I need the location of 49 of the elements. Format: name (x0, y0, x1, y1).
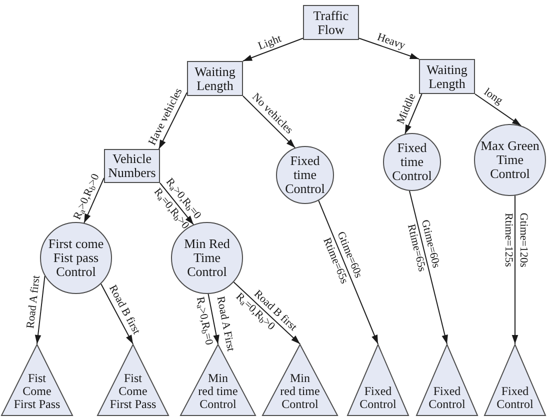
arrow (233, 282, 300, 344)
node-label: Fixed time Control (284, 154, 326, 196)
arrow (404, 94, 422, 134)
decision-box (187, 61, 243, 96)
node-label: Fixed Control (360, 384, 396, 411)
arrow (160, 182, 194, 226)
node-label: Vehicle Numbers (107, 152, 157, 180)
annotation-label: Rtime=125s (502, 213, 513, 268)
edge-label: Light (257, 33, 284, 52)
edge-label: Gtime=120s (517, 212, 528, 268)
node-label: Min Red Time Control (183, 237, 231, 279)
edge-label: Middle (396, 92, 419, 126)
node-label: Max Green Time Control (480, 139, 540, 181)
arrow (100, 283, 134, 344)
edge-label: Road A first (26, 275, 43, 330)
node-label: Traffic Flow (312, 8, 350, 36)
node-label: Min red time Control (280, 371, 320, 411)
node-label: Fixed Control (496, 384, 534, 411)
arrow (512, 195, 518, 344)
node-label: First come Fist pass Control (47, 237, 105, 279)
outcome-triangle (416, 344, 478, 416)
edge-label: long (482, 87, 504, 108)
node-label: Fist Come First Pass (14, 371, 60, 411)
node-label: Fixed time Control (391, 141, 433, 183)
node-label: Waiting Length (194, 64, 236, 92)
outcome-triangle (97, 344, 169, 416)
outcome-triangle (484, 344, 546, 416)
outcome-triangle (262, 344, 338, 416)
edge-label: Road B first (106, 284, 142, 337)
edge-label: Road A First (214, 296, 236, 353)
arrow (34, 276, 46, 344)
node-label: Waiting Length (426, 62, 468, 90)
arrow (318, 200, 378, 344)
outcome-triangle (347, 344, 409, 416)
arrow (474, 94, 522, 126)
node-label: Fixed Control (428, 384, 466, 411)
edge-label: Heavy (376, 32, 407, 52)
arrow (408, 190, 448, 344)
arrow (358, 38, 420, 60)
node-label: Fist Come First Pass (110, 371, 156, 411)
arrow (208, 293, 220, 344)
arrow (242, 38, 304, 62)
outcome-triangle (1, 344, 73, 416)
decision-box (419, 59, 475, 94)
decision-box (303, 5, 359, 40)
arrow (84, 177, 104, 224)
arrow (242, 96, 296, 148)
arrow (158, 92, 188, 150)
node-label: Min red time Control (198, 371, 238, 411)
